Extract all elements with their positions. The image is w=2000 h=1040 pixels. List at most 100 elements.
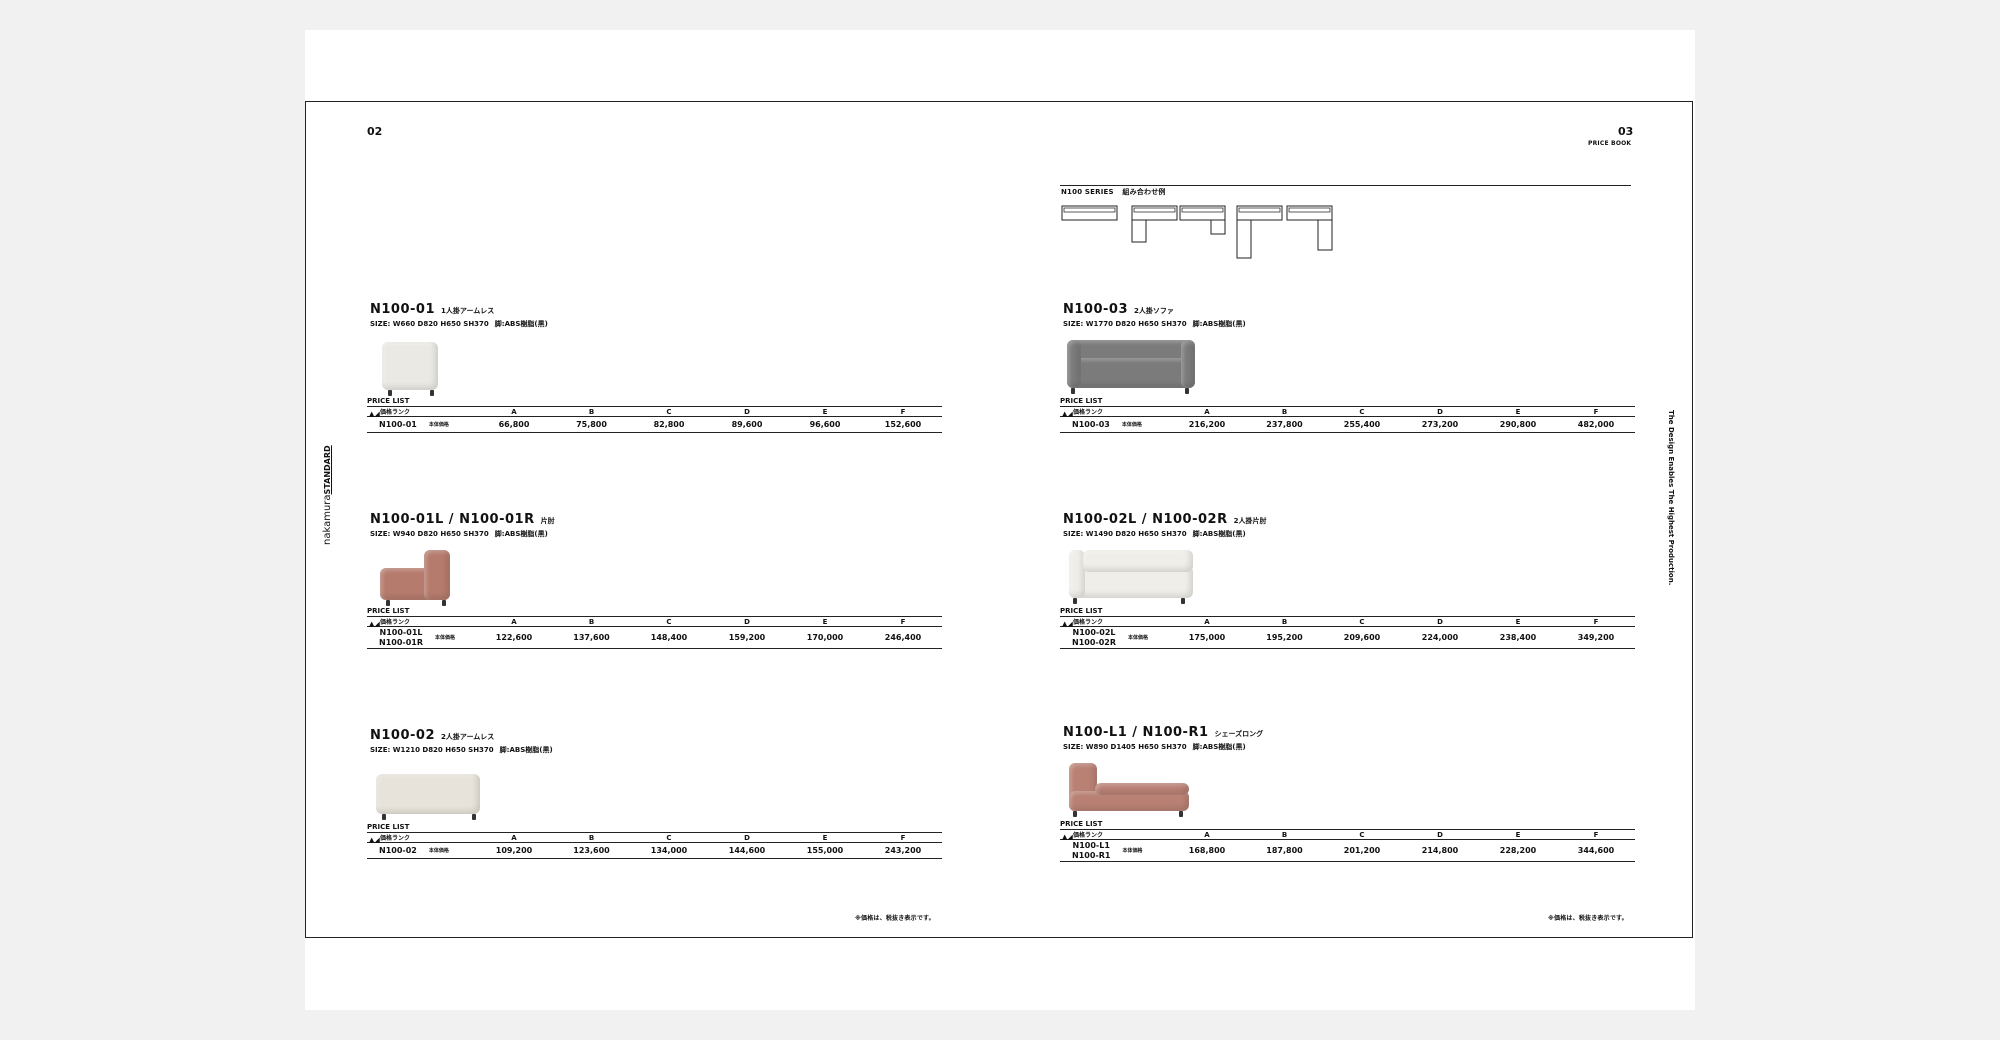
model-code: N100-02 — [370, 728, 436, 743]
series-combination-diagrams — [1061, 205, 1333, 259]
sofa-cushion — [1069, 791, 1189, 811]
product-code: N100-R1 — [1072, 850, 1111, 860]
price-rank-col: F — [1593, 407, 1599, 416]
right-spine-tagline: The Design Enables The Highest Productio… — [1667, 410, 1675, 586]
product-code: N100-02R — [1072, 637, 1117, 647]
rank-label: 価格ランク — [380, 835, 411, 842]
price-category: 本体価格 — [1128, 634, 1149, 641]
price-cell: 255,400 — [1343, 420, 1381, 429]
rank-header: ▲◢価格ランク — [367, 833, 475, 844]
price-cell: 155,000 — [806, 846, 844, 855]
rank-header: ▲◢価格ランク — [367, 617, 475, 628]
sofa-leg — [430, 390, 434, 396]
price-rank-col: F — [1593, 617, 1599, 626]
price-cell: 89,600 — [731, 420, 763, 429]
catalog-spread: 02 03 PRICE BOOK nakamuraSTANDARD The De… — [305, 30, 1695, 1010]
sofa-cushion — [1067, 358, 1195, 388]
price-category: 本体価格 — [428, 847, 449, 854]
price-rank-col: A — [1204, 830, 1210, 839]
sofa-photo — [1065, 761, 1195, 821]
product-code: N100-02L — [1072, 627, 1116, 637]
material-text: 脚:ABS樹脂(黒) — [1192, 320, 1246, 328]
price-rank-col: F — [900, 617, 906, 626]
price-rank-col: E — [822, 617, 828, 626]
page-frame — [305, 101, 1693, 938]
size-text: SIZE: W1770 D820 H650 SH370 — [1063, 320, 1187, 328]
series-rule — [1060, 185, 1631, 186]
price-rank-col: B — [588, 407, 595, 416]
material-text: 脚:ABS樹脂(黒) — [494, 320, 548, 328]
price-rank-col: C — [666, 617, 672, 626]
model-description: シェーズロング — [1214, 730, 1264, 738]
combo-diagram-3 — [1179, 205, 1226, 235]
brand-upper: STANDARD — [323, 445, 332, 495]
price-cell: 224,000 — [1421, 633, 1459, 642]
sofa-leg — [1071, 388, 1075, 394]
price-cell: 109,200 — [495, 846, 533, 855]
left-page-number: 02 — [367, 125, 383, 138]
price-cell: 96,600 — [809, 420, 841, 429]
size-text: SIZE: W940 D820 H650 SH370 — [370, 530, 489, 538]
price-rank-col: B — [588, 617, 595, 626]
model-description: 片肘 — [540, 517, 555, 525]
right-page-number: 03 — [1618, 125, 1634, 138]
sofa-cushion — [1069, 550, 1085, 598]
price-cell: 159,200 — [728, 633, 766, 642]
series-subtitle: 組み合わせ例 — [1122, 188, 1166, 196]
price-list-label: PRICE LIST — [1060, 397, 1103, 405]
combo-diagram-4 — [1236, 205, 1283, 259]
triangle-icon: ▲◢ — [1062, 620, 1073, 628]
price-rank-col: F — [900, 833, 906, 842]
price-cell: 66,800 — [498, 420, 530, 429]
sofa-cushion — [1083, 550, 1193, 572]
product-code: N100-02 — [379, 845, 417, 855]
product-code: N100-L1 — [1072, 840, 1110, 850]
price-list-label: PRICE LIST — [1060, 607, 1103, 615]
price-rank-col: D — [744, 833, 750, 842]
price-cell: 82,800 — [653, 420, 685, 429]
price-rank-col: C — [666, 833, 672, 842]
price-list-label: PRICE LIST — [1060, 820, 1103, 828]
size-text: SIZE: W1210 D820 H650 SH370 — [370, 746, 494, 754]
product-code: N100-01R — [379, 637, 424, 647]
sofa-cushion — [376, 774, 480, 814]
series-title: N100 SERIES 組み合わせ例 — [1061, 187, 1166, 197]
price-rank-col: E — [1515, 407, 1521, 416]
model-description: 1人掛アームレス — [441, 307, 495, 315]
product-code-cell: N100-02 本体価格 — [367, 843, 475, 859]
price-rank-col: E — [822, 833, 828, 842]
price-cell: 168,800 — [1188, 846, 1226, 855]
price-cell: 152,600 — [884, 420, 922, 429]
price-rank-col: D — [1437, 407, 1443, 416]
sofa-leg — [442, 600, 446, 606]
price-rank-col: C — [1359, 617, 1365, 626]
combo-diagram-2 — [1131, 205, 1178, 243]
price-cell: 290,800 — [1499, 420, 1537, 429]
price-rank-col: E — [822, 407, 828, 416]
price-rank-col: D — [1437, 830, 1443, 839]
sofa-photo — [1065, 338, 1195, 398]
sofa-cushion — [1181, 340, 1195, 388]
price-cell: 482,000 — [1577, 420, 1615, 429]
price-rank-col: A — [1204, 617, 1210, 626]
